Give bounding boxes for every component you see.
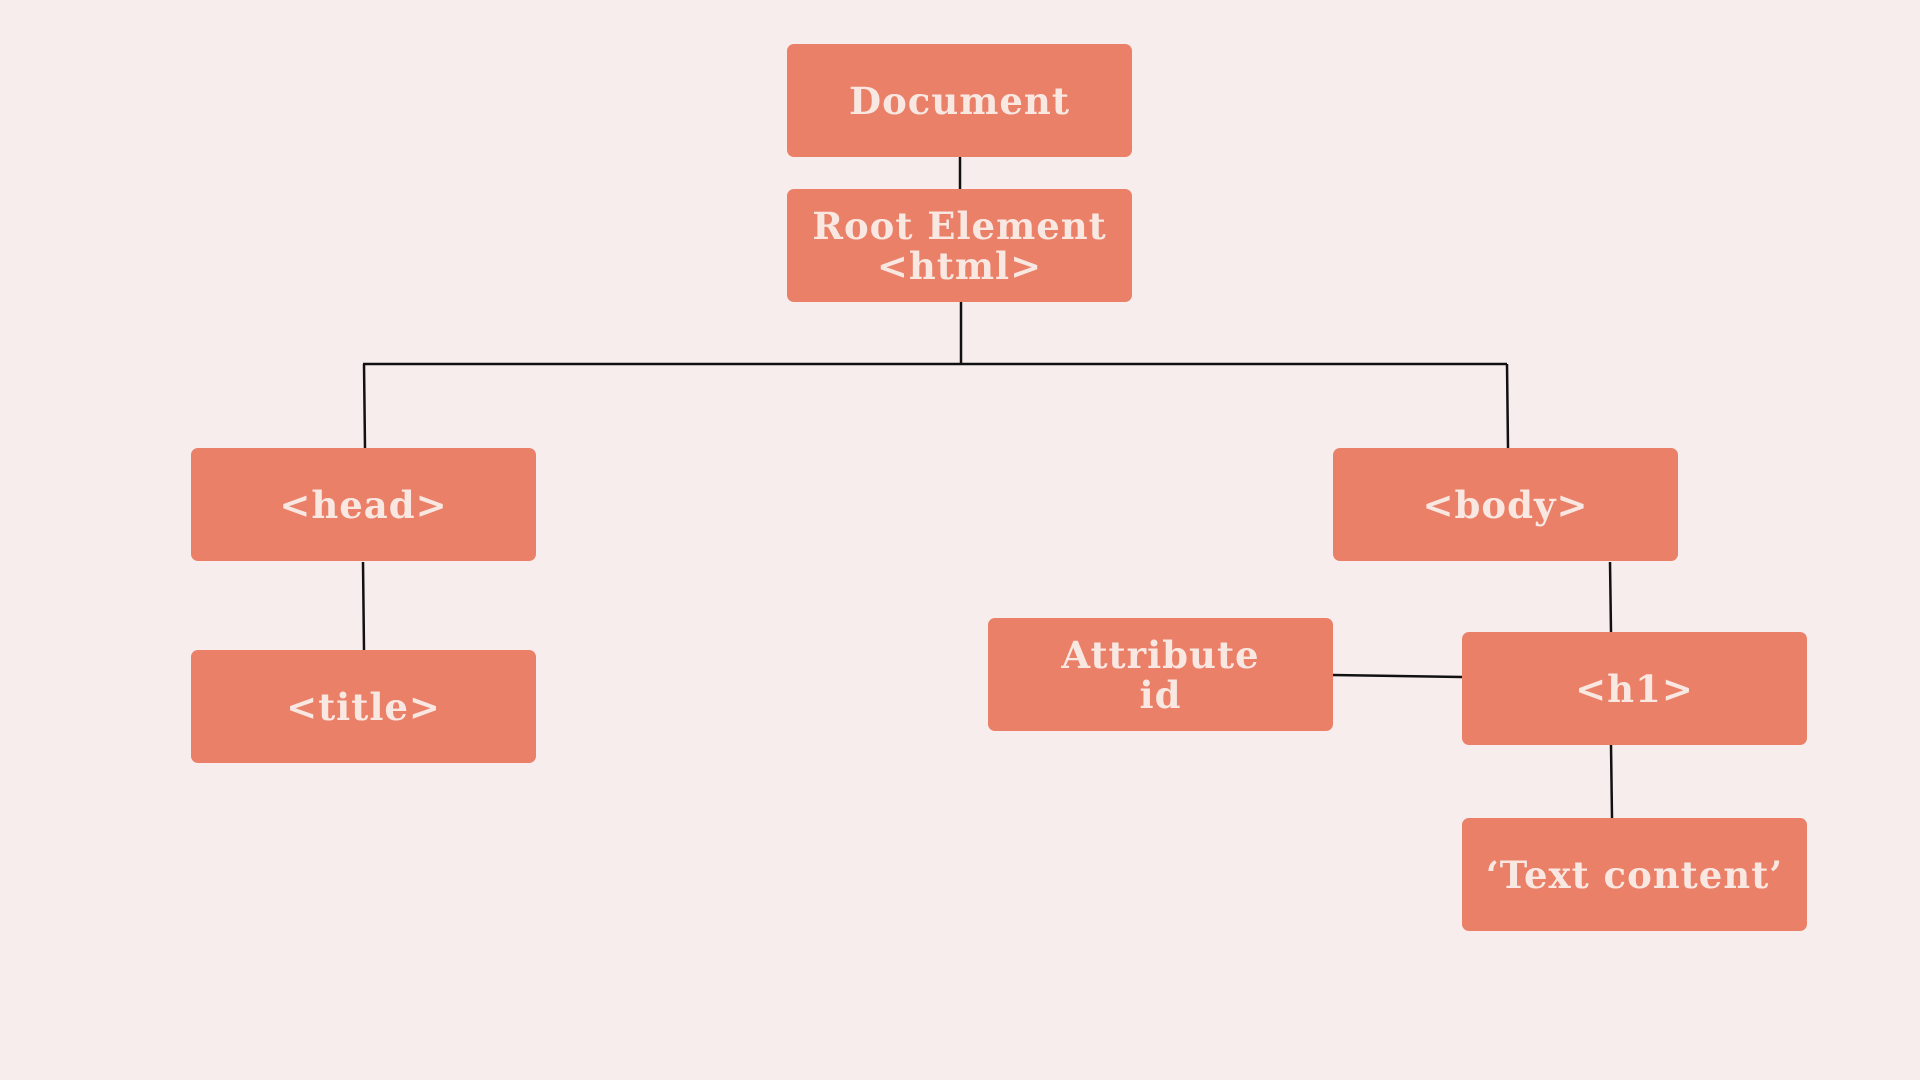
node-attribute-id: Attribute id xyxy=(988,618,1333,731)
edge-body-h1 xyxy=(1608,561,1613,633)
edge-root-head xyxy=(362,363,367,449)
edge-head-title xyxy=(361,561,366,651)
node-document: Document xyxy=(787,44,1132,157)
node-text-content: ‘Text content’ xyxy=(1462,818,1807,931)
node-title: <title> xyxy=(191,650,536,763)
node-body: <body> xyxy=(1333,448,1678,561)
edge-root-body xyxy=(1505,363,1510,449)
node-root-element: Root Element <html> xyxy=(787,189,1132,302)
node-head: <head> xyxy=(191,448,536,561)
node-h1: <h1> xyxy=(1462,632,1807,745)
edge-h1-attribute xyxy=(1332,673,1463,679)
edge-h1-text xyxy=(1609,744,1614,819)
